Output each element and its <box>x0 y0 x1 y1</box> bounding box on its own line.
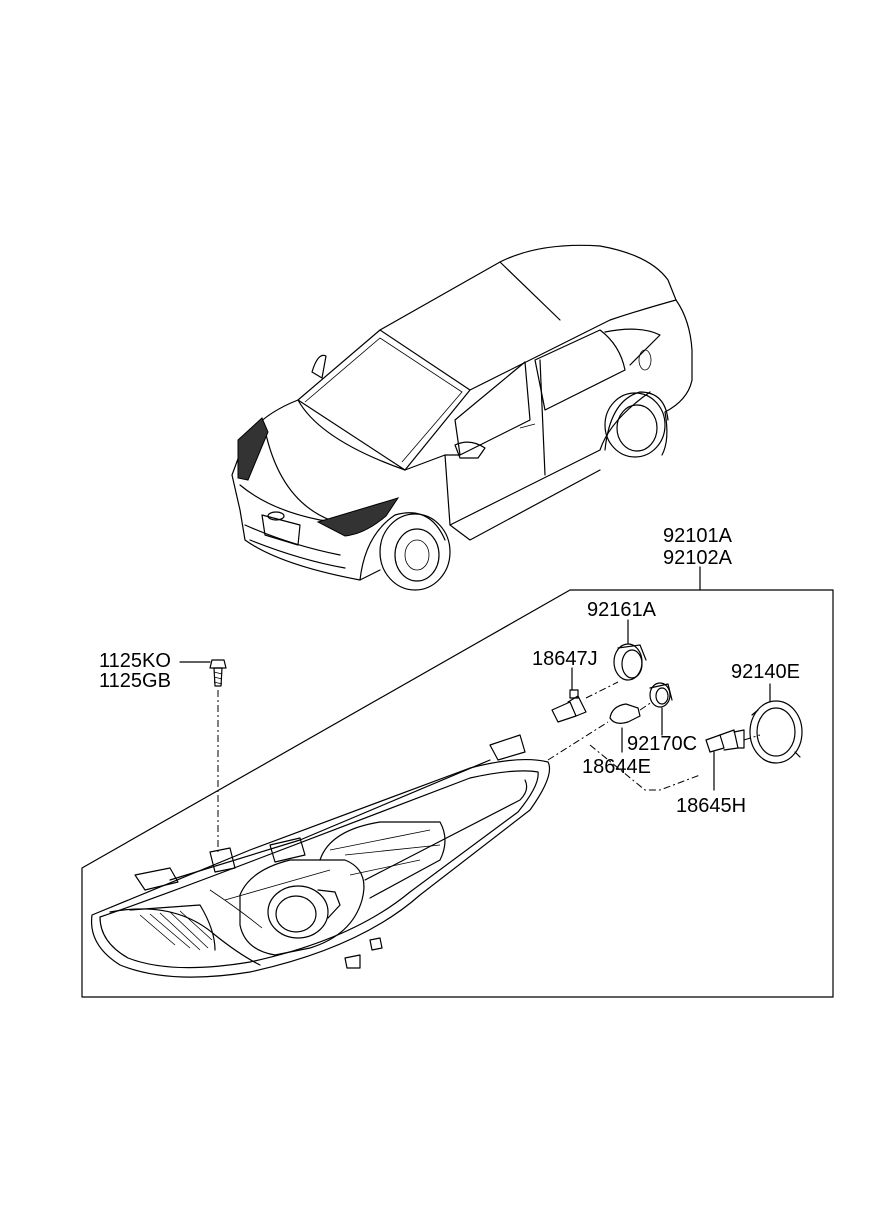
bulb-w5-part <box>609 701 653 724</box>
label-92140E: 92140E <box>731 661 800 683</box>
screw-part <box>209 659 227 687</box>
bulb-h1-part <box>705 729 745 753</box>
bulb-h7-part <box>551 689 587 723</box>
headlamp-highlight-left <box>237 417 269 481</box>
label-1125KO: 1125KO <box>99 650 171 672</box>
car-illustration <box>231 244 693 591</box>
label-18645H: 18645H <box>676 795 746 817</box>
label-92101A: 92101A <box>663 525 733 547</box>
holder-part <box>649 682 673 708</box>
headlamp-assembly <box>90 734 551 978</box>
label-18647J: 18647J <box>532 648 598 670</box>
label-18644E: 18644E <box>582 756 651 778</box>
socket-ring-part <box>613 643 647 681</box>
label-92102A: 92102A <box>663 547 733 569</box>
headlamp-highlight-right <box>316 497 400 537</box>
cap-part <box>749 700 803 764</box>
assembly-boundary <box>81 589 834 998</box>
label-92170C: 92170C <box>627 733 697 755</box>
label-1125GB: 1125GB <box>99 670 171 692</box>
label-92161A: 92161A <box>587 599 657 621</box>
